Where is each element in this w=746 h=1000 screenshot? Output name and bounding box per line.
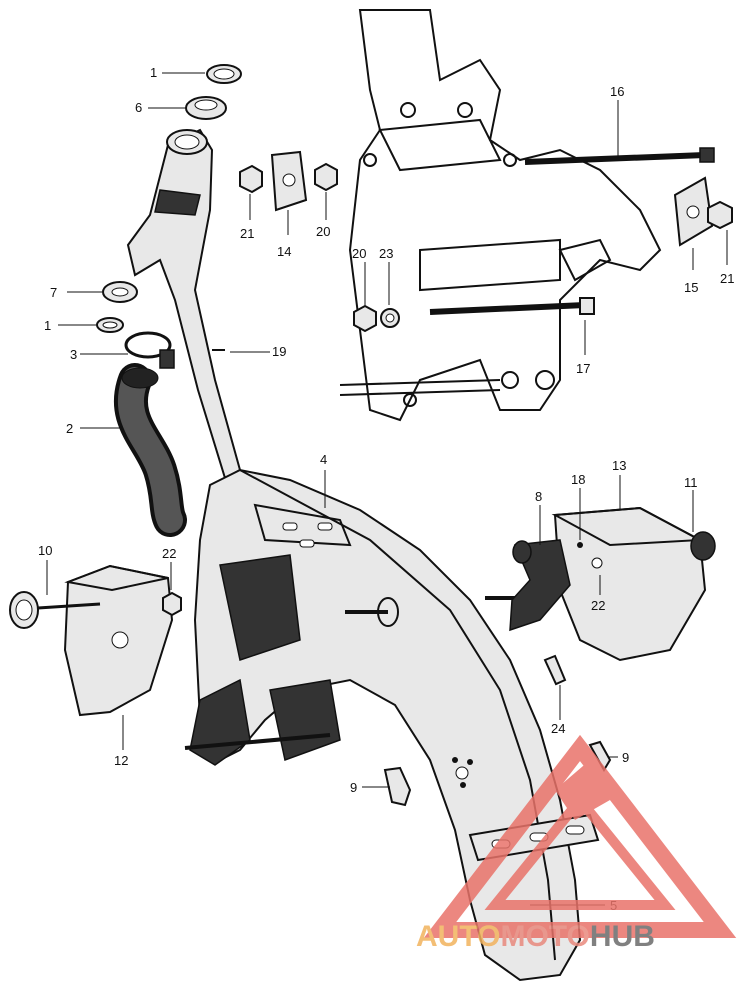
- label-22-left: 22: [162, 546, 176, 561]
- leader-lines: [46, 72, 728, 906]
- label-16: 16: [610, 84, 624, 99]
- long-bolt-17: [429, 297, 595, 315]
- label-20-top: 20: [316, 224, 330, 239]
- washers-1-6: [185, 64, 242, 120]
- label-17: 17: [576, 361, 590, 376]
- filler-neck-tube: [126, 128, 242, 480]
- label-2: 2: [66, 421, 73, 436]
- part-labels: 1 6 21 14 20 16 7 1 3 19 20 23 15 21 17 …: [38, 65, 734, 913]
- label-19: 19: [272, 344, 286, 359]
- knob-11: [690, 531, 716, 561]
- engine-mount-bracket: [339, 9, 662, 422]
- label-15: 15: [684, 280, 698, 295]
- washer-7: [102, 281, 138, 303]
- label-3: 3: [70, 347, 77, 362]
- label-23: 23: [379, 246, 393, 261]
- watermark-auto: AUTOMOTOHUB: [416, 920, 655, 953]
- label-9-right: 9: [622, 750, 629, 765]
- ring-1-lower: [96, 317, 124, 333]
- label-10: 10: [38, 543, 52, 558]
- label-9-left: 9: [350, 780, 357, 795]
- knob-screw-10: [9, 591, 101, 629]
- toolbox-cover-13: [551, 506, 707, 662]
- label-18: 18: [571, 472, 585, 487]
- label-4: 4: [320, 452, 327, 467]
- grommet-9-left: [383, 766, 412, 807]
- rubber-hose-2: [113, 363, 187, 537]
- label-12: 12: [114, 753, 128, 768]
- label-22-right: 22: [591, 598, 605, 613]
- nut-21-left: [239, 164, 263, 194]
- long-bolt-16: [524, 147, 715, 165]
- nut-20-top: [314, 162, 338, 192]
- nut-21-right: [707, 200, 733, 230]
- label-1-lower: 1: [44, 318, 51, 333]
- automotohub-watermark-logo: AUTOMOTOHUB: [416, 734, 737, 953]
- bracket-clip-15: [673, 176, 714, 247]
- nut-22-left: [162, 591, 182, 617]
- label-21-right: 21: [720, 271, 734, 286]
- label-8: 8: [535, 489, 542, 504]
- toolbox-cover-12: [63, 564, 174, 717]
- bracket-8: [509, 539, 571, 632]
- label-11: 11: [684, 475, 698, 490]
- label-20-mid: 20: [352, 246, 366, 261]
- label-14: 14: [277, 244, 291, 259]
- pin-24: [543, 654, 567, 686]
- label-13: 13: [612, 458, 626, 473]
- nut-washer-20-23: [353, 304, 400, 333]
- label-24: 24: [551, 721, 565, 736]
- label-7: 7: [50, 285, 57, 300]
- label-1-top: 1: [150, 65, 157, 80]
- label-6: 6: [135, 100, 142, 115]
- label-21-left: 21: [240, 226, 254, 241]
- bracket-clip-14: [270, 150, 308, 212]
- hose-clamp-3: [124, 331, 175, 369]
